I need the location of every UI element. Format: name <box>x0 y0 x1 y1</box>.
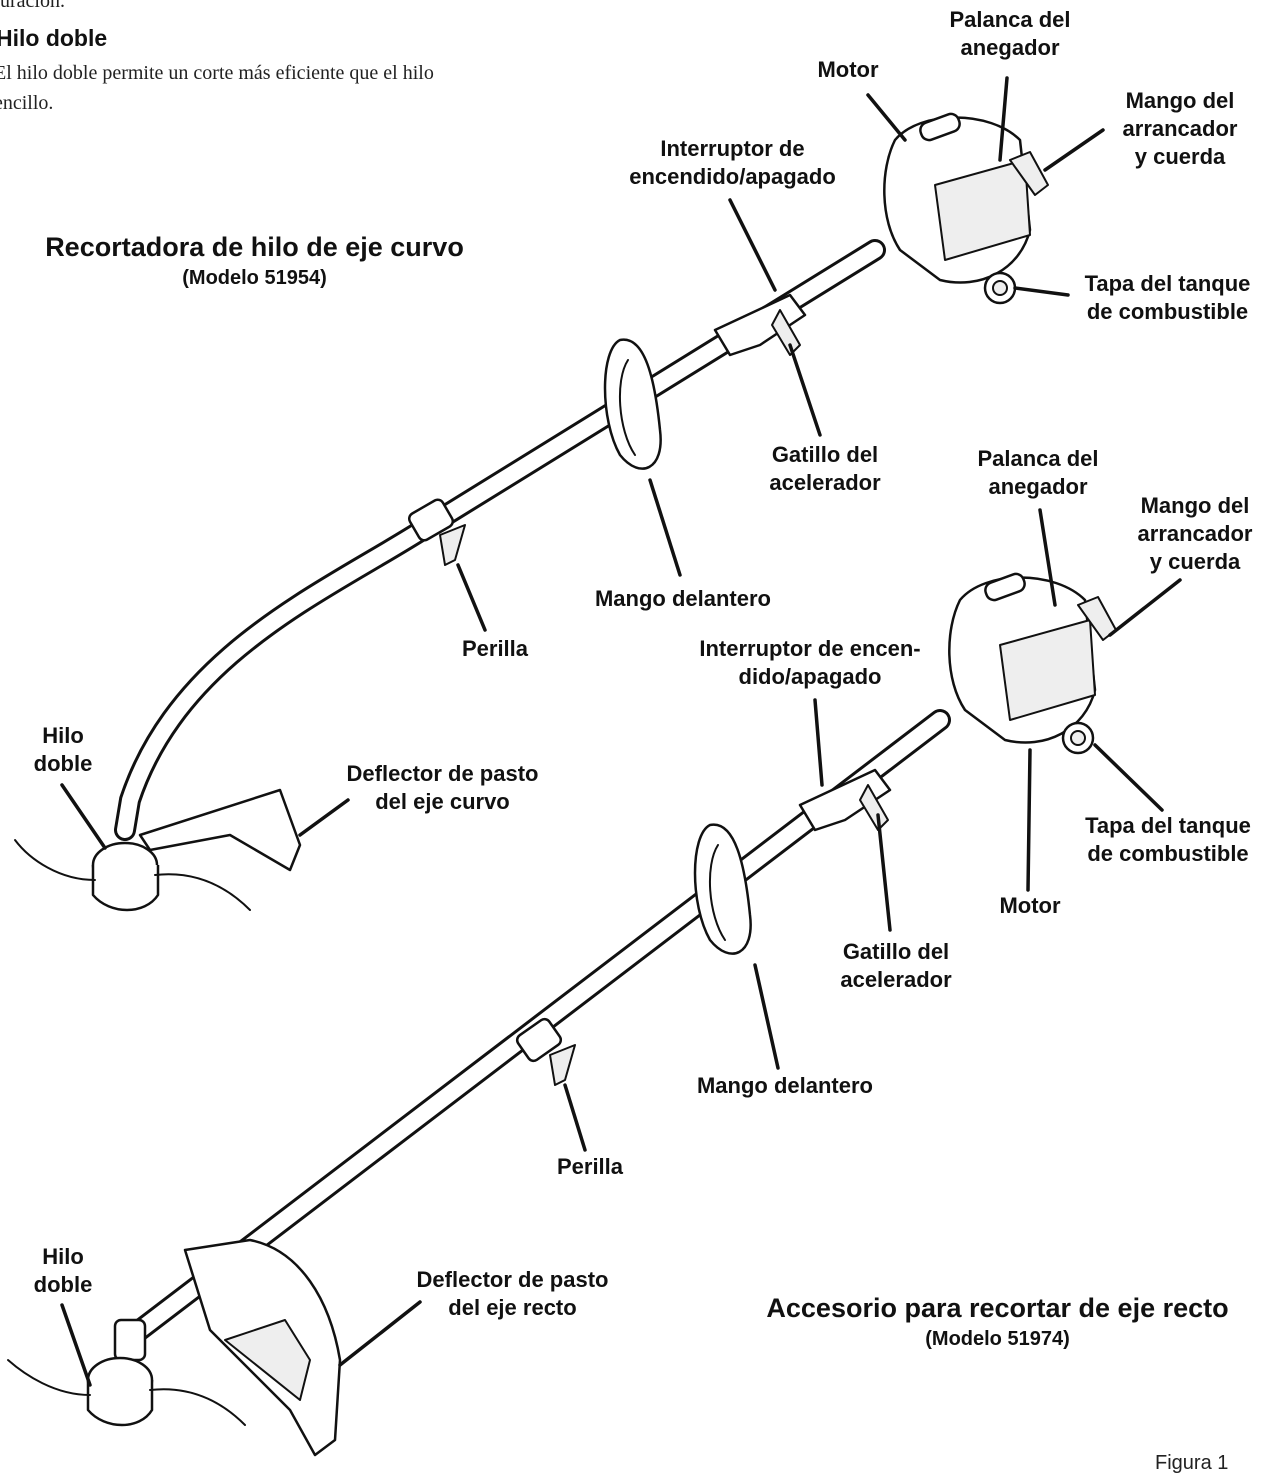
figure-caption: Figura 1 <box>1155 1452 1229 1474</box>
curved-label-motor: Motor <box>817 57 879 82</box>
curved-label-palanca: Palanca del anegador <box>949 7 1071 60</box>
curved-trimmer-drawing <box>14 112 1049 912</box>
straight-label-tapa: Tapa del tanque de combustible <box>1085 813 1251 866</box>
curved-label-mango-arrancador: Mango del arrancador y cuerda <box>1122 88 1238 169</box>
curved-model: (Modelo 51954) <box>182 267 327 289</box>
curved-title: Recortadora de hilo de eje curvo <box>45 232 464 262</box>
intro-body-line1: El hilo doble permite un corte más efici… <box>0 62 434 84</box>
intro-body-line2: encillo. <box>0 92 54 114</box>
curved-label-deflector: Deflector de pasto del eje curvo <box>346 761 539 814</box>
curved-label-hilo: Hilo doble <box>33 723 93 776</box>
curved-label-gatillo: Gatillo del acelerador <box>769 442 881 495</box>
curved-label-interruptor: Interruptor de encendido/apagado <box>629 136 836 189</box>
straight-trimmer-drawing <box>7 572 1117 1457</box>
straight-label-palanca: Palanca del anegador <box>977 446 1099 499</box>
curved-label-mango-delantero: Mango delantero <box>594 586 771 611</box>
curved-leader-lines <box>60 76 1105 850</box>
straight-label-motor: Motor <box>999 893 1061 918</box>
straight-model: (Modelo 51974) <box>925 1328 1070 1350</box>
straight-label-deflector: Deflector de pasto del eje recto <box>416 1267 609 1320</box>
straight-label-gatillo: Gatillo del acelerador <box>840 939 952 992</box>
straight-label-hilo: Hilo doble <box>33 1244 93 1297</box>
straight-label-interruptor: Interruptor de encen- dido/apagado <box>699 636 921 689</box>
straight-title: Accesorio para recortar de eje recto <box>766 1293 1229 1323</box>
intro-fragment: uración. <box>0 0 65 12</box>
curved-label-perilla: Perilla <box>461 636 529 661</box>
straight-label-mango-delantero: Mango delantero <box>696 1073 873 1098</box>
intro-heading: Hilo doble <box>0 25 108 51</box>
curved-label-tapa: Tapa del tanque de combustible <box>1084 271 1251 324</box>
straight-leader-lines <box>60 508 1182 1387</box>
straight-label-mango-arrancador: Mango del arrancador y cuerda <box>1137 493 1253 574</box>
straight-label-perilla: Perilla <box>556 1154 624 1179</box>
